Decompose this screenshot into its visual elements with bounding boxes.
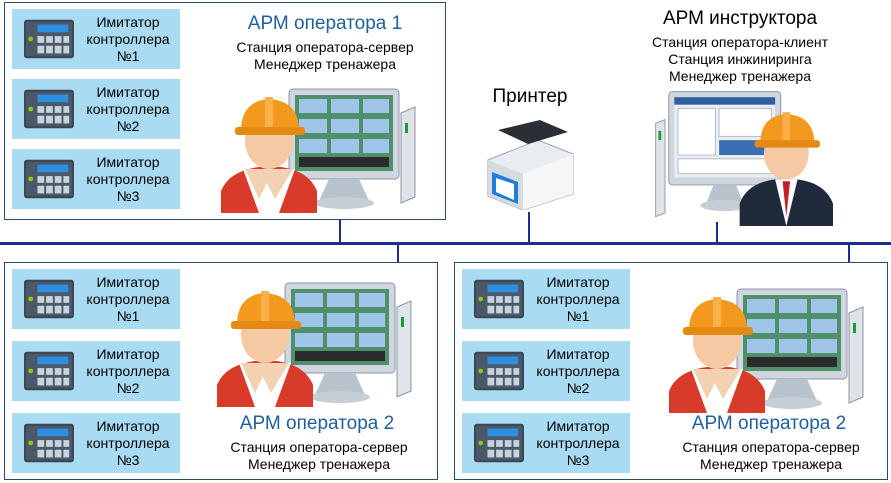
sim-label-line2: контроллера [86,291,170,307]
sim-number: №3 [116,188,140,204]
network-bus [0,242,891,245]
sim-number: №2 [116,118,140,134]
ws3-title: АРМ оператора 2 [691,413,847,434]
controller-device-icon [24,423,74,463]
link-instructor [716,222,718,243]
sim-label-line1: Имитатор [96,84,160,100]
ws1-description: Станция оператора-сервер Менеджер тренаж… [221,39,429,73]
ws3-line1: Станция оператора-сервер [682,439,860,455]
printer-icon [478,120,578,210]
instructor-line2: Станция инжиниринга [668,51,812,67]
sim-label-line1: Имитатор [546,346,610,362]
sim-label-line2: контроллера [86,101,170,117]
ws1-line2: Менеджер тренажера [253,56,397,72]
operator-computer-icon [667,283,877,413]
ws3-description: Станция оператора-сервер Менеджер тренаж… [667,439,875,473]
sim-label-line2: контроллера [536,291,620,307]
sim-number: №3 [116,452,140,468]
controller-device-icon [24,159,74,199]
controller-device-icon [24,89,74,129]
ws2-description: Станция оператора-сервер Менеджер тренаж… [215,439,423,473]
controller-device-icon [474,423,524,463]
ws1-line1: Станция оператора-сервер [236,39,414,55]
sim-number: №1 [116,308,140,324]
operator-computer-icon [215,277,425,407]
sim-number: №2 [116,380,140,396]
ws1-title: АРМ оператора 1 [247,13,403,34]
sim-label-line1: Имитатор [96,14,160,30]
sim-label-line2: контроллера [536,435,620,451]
sim-label-line2: контроллера [536,363,620,379]
sim-label-line2: контроллера [86,363,170,379]
sim-number: №1 [116,48,140,64]
ws2-line2: Менеджер тренажера [247,456,391,472]
printer-title: Принтер [492,86,568,107]
sim-number: №3 [566,452,590,468]
controller-device-icon [474,279,524,319]
controller-device-icon [474,351,524,391]
ws2-line1: Станция оператора-сервер [230,439,408,455]
controller-device-icon [24,279,74,319]
ws2-title: АРМ оператора 2 [239,413,395,434]
operator-computer-icon [219,83,429,213]
instructor-line3: Менеджер тренажера [668,68,812,84]
instructor-line1: Станция оператора-клиент [651,34,829,50]
link-printer [528,212,530,243]
sim-label-line1: Имитатор [96,418,160,434]
sim-label-line2: контроллера [86,435,170,451]
instructor-computer-icon [620,86,850,226]
sim-label-line1: Имитатор [96,346,160,362]
sim-label-line1: Имитатор [546,418,610,434]
sim-label-line2: контроллера [86,171,170,187]
controller-device-icon [24,19,74,59]
sim-number: №2 [566,380,590,396]
sim-label-line1: Имитатор [546,274,610,290]
instructor-title: АРМ инструктора [662,8,818,29]
controller-device-icon [24,351,74,391]
instructor-description: Станция оператора-клиент Станция инжинир… [636,34,844,85]
sim-label-line1: Имитатор [96,274,160,290]
sim-number: №1 [566,308,590,324]
sim-label-line1: Имитатор [96,154,160,170]
sim-label-line2: контроллера [86,31,170,47]
ws3-line2: Менеджер тренажера [699,456,843,472]
